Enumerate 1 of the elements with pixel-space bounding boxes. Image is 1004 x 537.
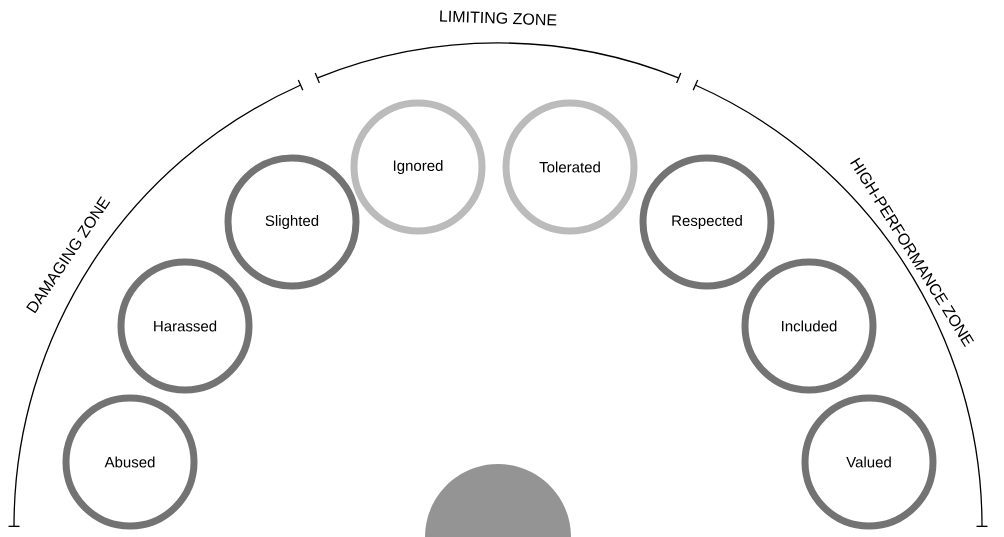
zone-label: LIMITING ZONE [440, 10, 557, 26]
